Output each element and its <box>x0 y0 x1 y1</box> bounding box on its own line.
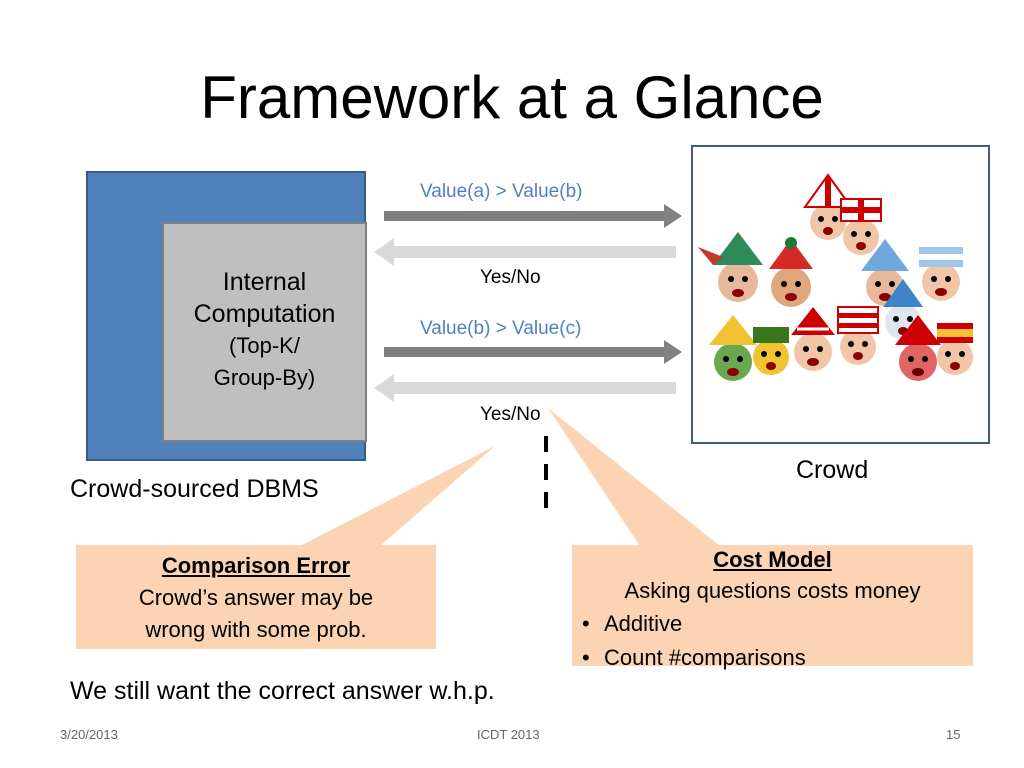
cost-model-bullet-text: Count #comparisons <box>604 645 806 670</box>
fan-face-icon <box>753 327 789 375</box>
answer-label-1: Yes/No <box>480 267 541 288</box>
arrow-right-icon <box>384 204 682 228</box>
fan-face-icon <box>709 315 757 381</box>
fan-face-icon <box>698 232 763 302</box>
dbms-label: Crowd-sourced DBMS <box>70 475 319 503</box>
slide-title: Framework at a Glance <box>200 64 824 131</box>
cost-model-line1: Asking questions costs money <box>624 578 921 603</box>
crowd-of-fans-icon <box>698 173 973 381</box>
bullet-icon: • <box>582 645 590 670</box>
footer-page-number: 15 <box>946 727 961 742</box>
fan-face-icon <box>895 315 941 381</box>
cost-model-bullet: • Additive <box>572 607 973 641</box>
footer-venue: ICDT 2013 <box>477 727 540 742</box>
cost-model-callout: Cost Model Asking questions costs money … <box>572 545 973 670</box>
crowd-label: Crowd <box>796 456 869 484</box>
bottom-note: We still want the correct answer w.h.p. <box>70 677 495 705</box>
internal-computation-line1: Internal <box>222 268 307 296</box>
answer-label-2: Yes/No <box>480 404 541 425</box>
footer-date: 3/20/2013 <box>60 727 118 742</box>
cost-model-bullet-text: Additive <box>604 611 683 636</box>
comparison-error-title: Comparison Error <box>161 553 351 578</box>
query-label-2: Value(b) > Value(c) <box>420 318 582 339</box>
internal-computation-line2: Computation <box>193 300 336 328</box>
internal-computation-box: Internal Computation (Top-K/ Group-By) <box>162 222 367 442</box>
crowd-image <box>691 145 990 444</box>
fan-face-icon <box>769 237 813 307</box>
comparison-error-line1: Crowd’s answer may be <box>138 585 374 610</box>
fan-face-icon <box>840 198 882 255</box>
fan-face-icon <box>791 307 835 371</box>
arrow-left-icon <box>374 238 676 266</box>
arrow-right-icon <box>384 340 682 364</box>
query-label-1: Value(a) > Value(b) <box>420 181 583 202</box>
fan-face-icon <box>803 173 853 240</box>
fan-face-icon <box>919 247 963 301</box>
internal-computation-line4: Group-By) <box>213 365 316 390</box>
comparison-error-line2: wrong with some prob. <box>145 617 367 642</box>
comparison-error-pointer <box>300 446 495 546</box>
cost-model-title: Cost Model <box>713 547 832 572</box>
cost-model-bullet: • Count #comparisons <box>572 641 973 675</box>
cost-model-pointer <box>548 408 720 546</box>
internal-computation-line3: (Top-K/ <box>229 333 300 358</box>
fan-face-icon <box>837 306 879 365</box>
arrow-left-icon <box>374 374 676 402</box>
fan-face-icon <box>937 323 973 375</box>
bullet-icon: • <box>582 611 590 636</box>
comparison-error-callout: Comparison Error Crowd’s answer may be w… <box>76 545 436 649</box>
